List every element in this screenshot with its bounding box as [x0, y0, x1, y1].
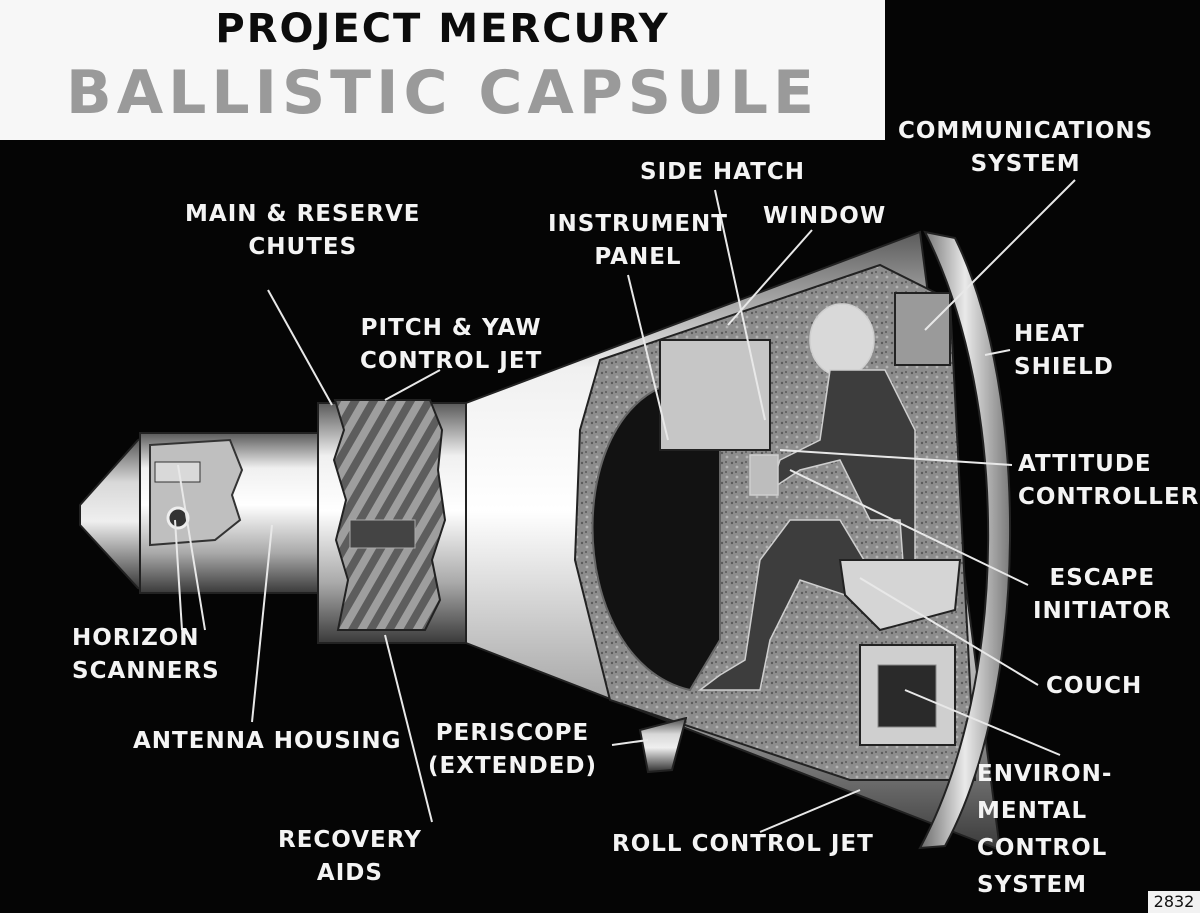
horizon-scanner-lens — [166, 506, 190, 530]
title-line-1: PROJECT MERCURY — [215, 6, 670, 52]
comm-box — [894, 292, 951, 366]
label-recovery-aids: RECOVERY AIDS — [278, 827, 422, 886]
label-attitude-controller: ATTITUDE CONTROLLER — [1018, 451, 1200, 510]
label-main-reserve-chutes: MAIN & RESERVE CHUTES — [185, 201, 421, 260]
nose-cone — [79, 433, 149, 594]
pressure-bulkhead — [591, 378, 721, 692]
label-communications-system: COMMUNICATIONS SYSTEM — [898, 118, 1154, 177]
title-panel: PROJECT MERCURY BALLISTIC CAPSULE — [0, 0, 885, 140]
label-escape-initiator: ESCAPE INITIATOR — [1033, 565, 1172, 624]
label-window: WINDOW — [763, 203, 887, 229]
label-instrument-panel: INSTRUMENT PANEL — [548, 211, 728, 270]
label-horizon-scanners: HORIZON SCANNERS — [72, 625, 220, 684]
label-environmental-control-system: ENVIRON- MENTAL CONTROL SYSTEM — [977, 761, 1113, 898]
label-pitch-yaw-control-jet: PITCH & YAW CONTROL JET — [360, 315, 543, 374]
title-line-2: BALLISTIC CAPSULE — [66, 58, 819, 128]
periscope-tube — [638, 716, 688, 774]
leader-lines — [174, 179, 1076, 833]
heat-shield — [918, 230, 1011, 850]
plate-number: 2832 — [1148, 891, 1200, 913]
couch — [838, 559, 962, 632]
horizon-scanner-cutout — [149, 438, 244, 547]
label-antenna-housing: ANTENNA HOUSING — [133, 728, 402, 754]
chute-cutout — [332, 399, 447, 631]
instrument-panel — [659, 339, 771, 451]
label-roll-control-jet: ROLL CONTROL JET — [612, 831, 874, 857]
label-side-hatch: SIDE HATCH — [640, 159, 806, 185]
label-couch: COUCH — [1046, 673, 1143, 699]
label-periscope: PERISCOPE (EXTENDED) — [428, 720, 598, 779]
label-heat-shield: HEAT SHIELD — [1014, 321, 1114, 380]
